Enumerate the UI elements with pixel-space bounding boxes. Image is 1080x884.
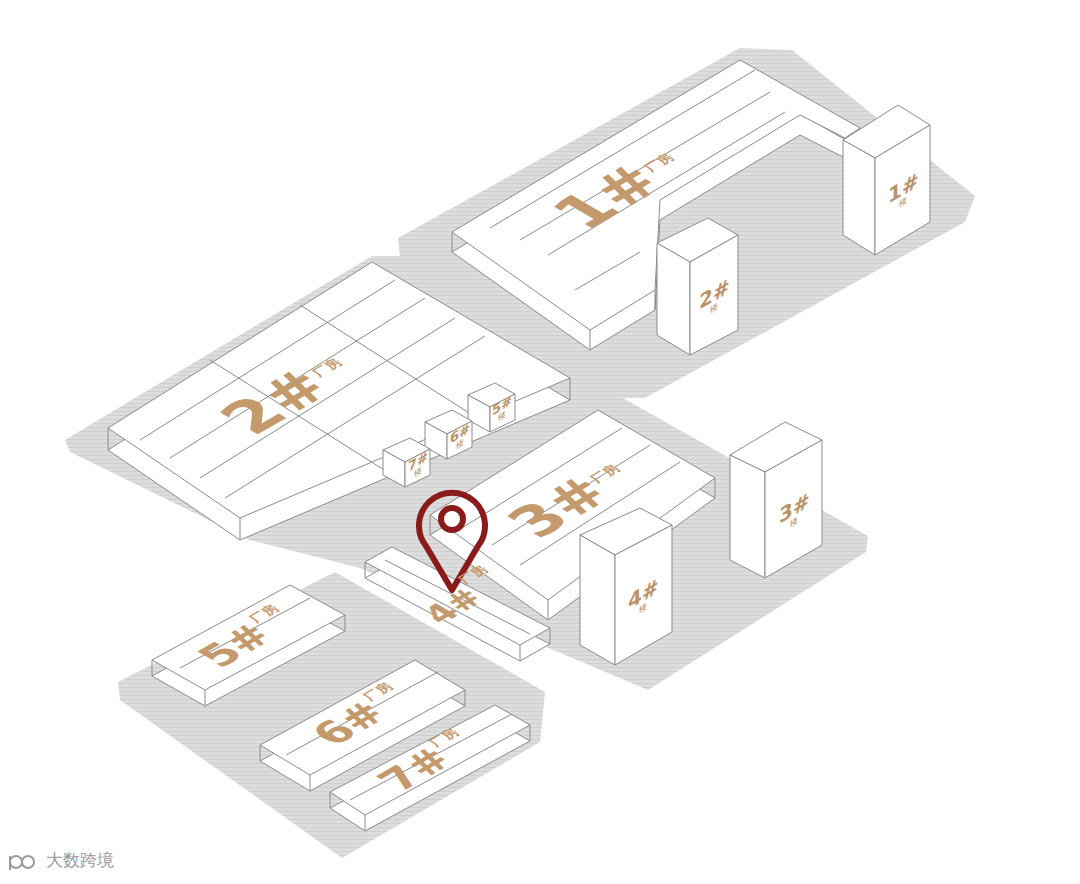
watermark: 大数跨境: [46, 852, 114, 869]
building-type: 厂房: [640, 152, 676, 173]
building-type: 厂房: [308, 357, 344, 378]
building-type: 厂房: [587, 463, 623, 484]
